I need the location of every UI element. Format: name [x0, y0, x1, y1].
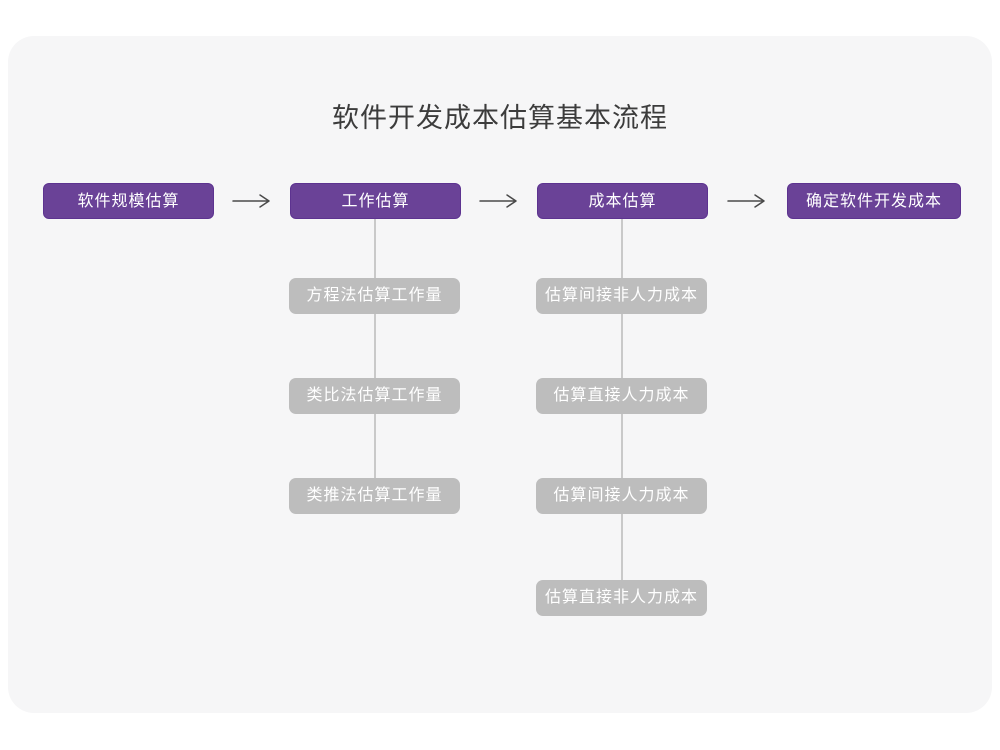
connector-line	[374, 314, 376, 378]
connector-line	[621, 514, 623, 580]
substep-analogy-method: 类比法估算工作量	[289, 378, 460, 414]
diagram-card	[8, 36, 992, 713]
substep-direct-labor-cost: 估算直接人力成本	[536, 378, 707, 414]
connector-line	[621, 414, 623, 478]
diagram-title: 软件开发成本估算基本流程	[332, 103, 668, 133]
main-step-determine-development-cost: 确定软件开发成本	[787, 183, 961, 219]
arrow-right-icon	[232, 194, 270, 208]
substep-indirect-non-labor-cost: 估算间接非人力成本	[536, 278, 707, 314]
main-step-software-scale-estimation: 软件规模估算	[43, 183, 214, 219]
connector-line	[374, 219, 376, 278]
main-step-cost-estimation: 成本估算	[537, 183, 708, 219]
connector-line	[621, 219, 623, 278]
substep-equation-method: 方程法估算工作量	[289, 278, 460, 314]
arrow-right-icon	[479, 194, 517, 208]
arrow-right-icon	[727, 194, 765, 208]
substep-indirect-labor-cost: 估算间接人力成本	[536, 478, 707, 514]
main-step-work-estimation: 工作估算	[290, 183, 461, 219]
connector-line	[621, 314, 623, 378]
substep-extrapolation-method: 类推法估算工作量	[289, 478, 460, 514]
connector-line	[374, 414, 376, 478]
substep-direct-non-labor-cost: 估算直接非人力成本	[536, 580, 707, 616]
